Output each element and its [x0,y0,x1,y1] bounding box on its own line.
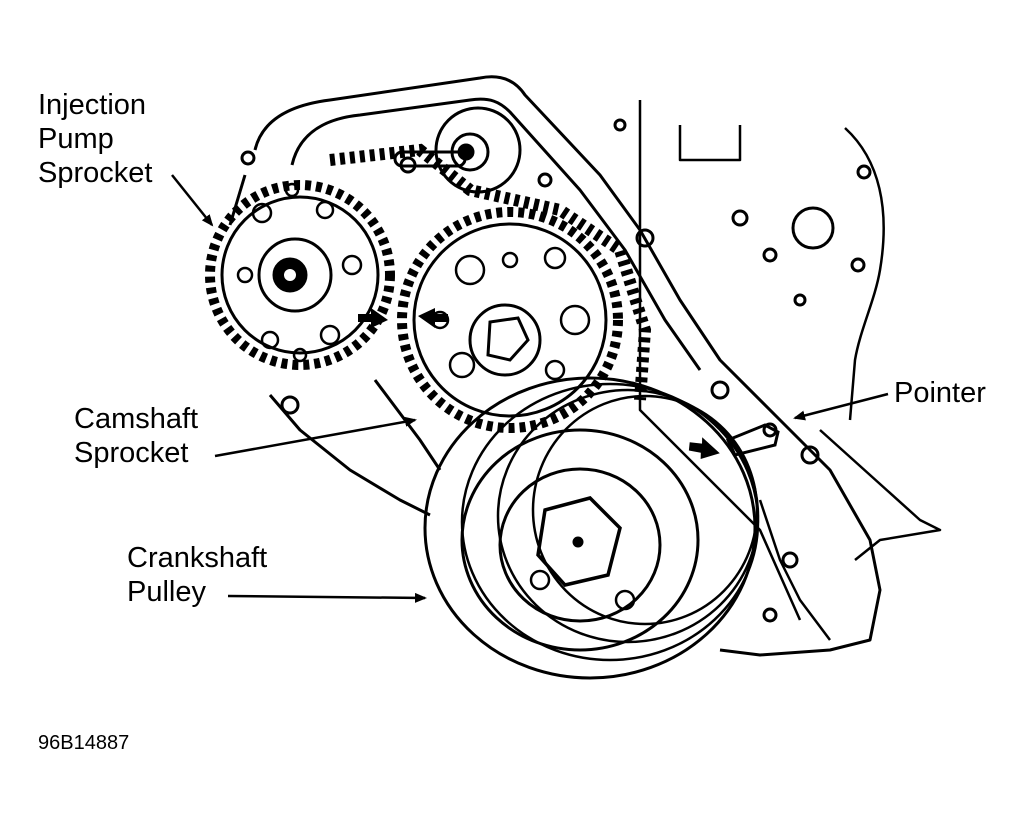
crankshaft-pulley-drawing [423,376,760,680]
leader-lines [171,174,889,603]
label-camshaft-sprocket: Camshaft Sprocket [74,402,198,470]
label-camshaft-sprocket-line1: Camshaft [74,403,199,435]
engine-block [228,75,942,657]
label-injection-pump-sprocket-line3: Sprocket [38,157,153,189]
label-crankshaft-pulley: Crankshaft Pulley [127,541,267,609]
figure-id: 96B14887 [38,732,130,754]
leader-crankshaft-pulley [227,592,427,603]
label-crankshaft-pulley-line1: Crankshaft [127,542,268,574]
label-camshaft-sprocket-line2: Sprocket [74,437,189,469]
leader-pointer [793,392,889,421]
timing-belt-drawing [329,143,652,471]
pointer-drawing [725,422,780,457]
label-injection-pump-sprocket-line1: Injection [38,89,147,121]
timing-marks [358,308,720,460]
label-pointer: Pointer [894,377,986,409]
leader-camshaft-sprocket [214,416,417,458]
injection-pump-sprocket-drawing [205,180,395,370]
leader-injection-pump-sprocket [171,174,214,227]
label-injection-pump-sprocket-line2: Pump [38,123,114,155]
label-crankshaft-pulley-line2: Pulley [127,576,206,608]
idler-pulley-drawing [393,106,522,194]
camshaft-sprocket-drawing [397,207,623,433]
label-injection-pump-sprocket: Injection Pump Sprocket [38,88,152,190]
